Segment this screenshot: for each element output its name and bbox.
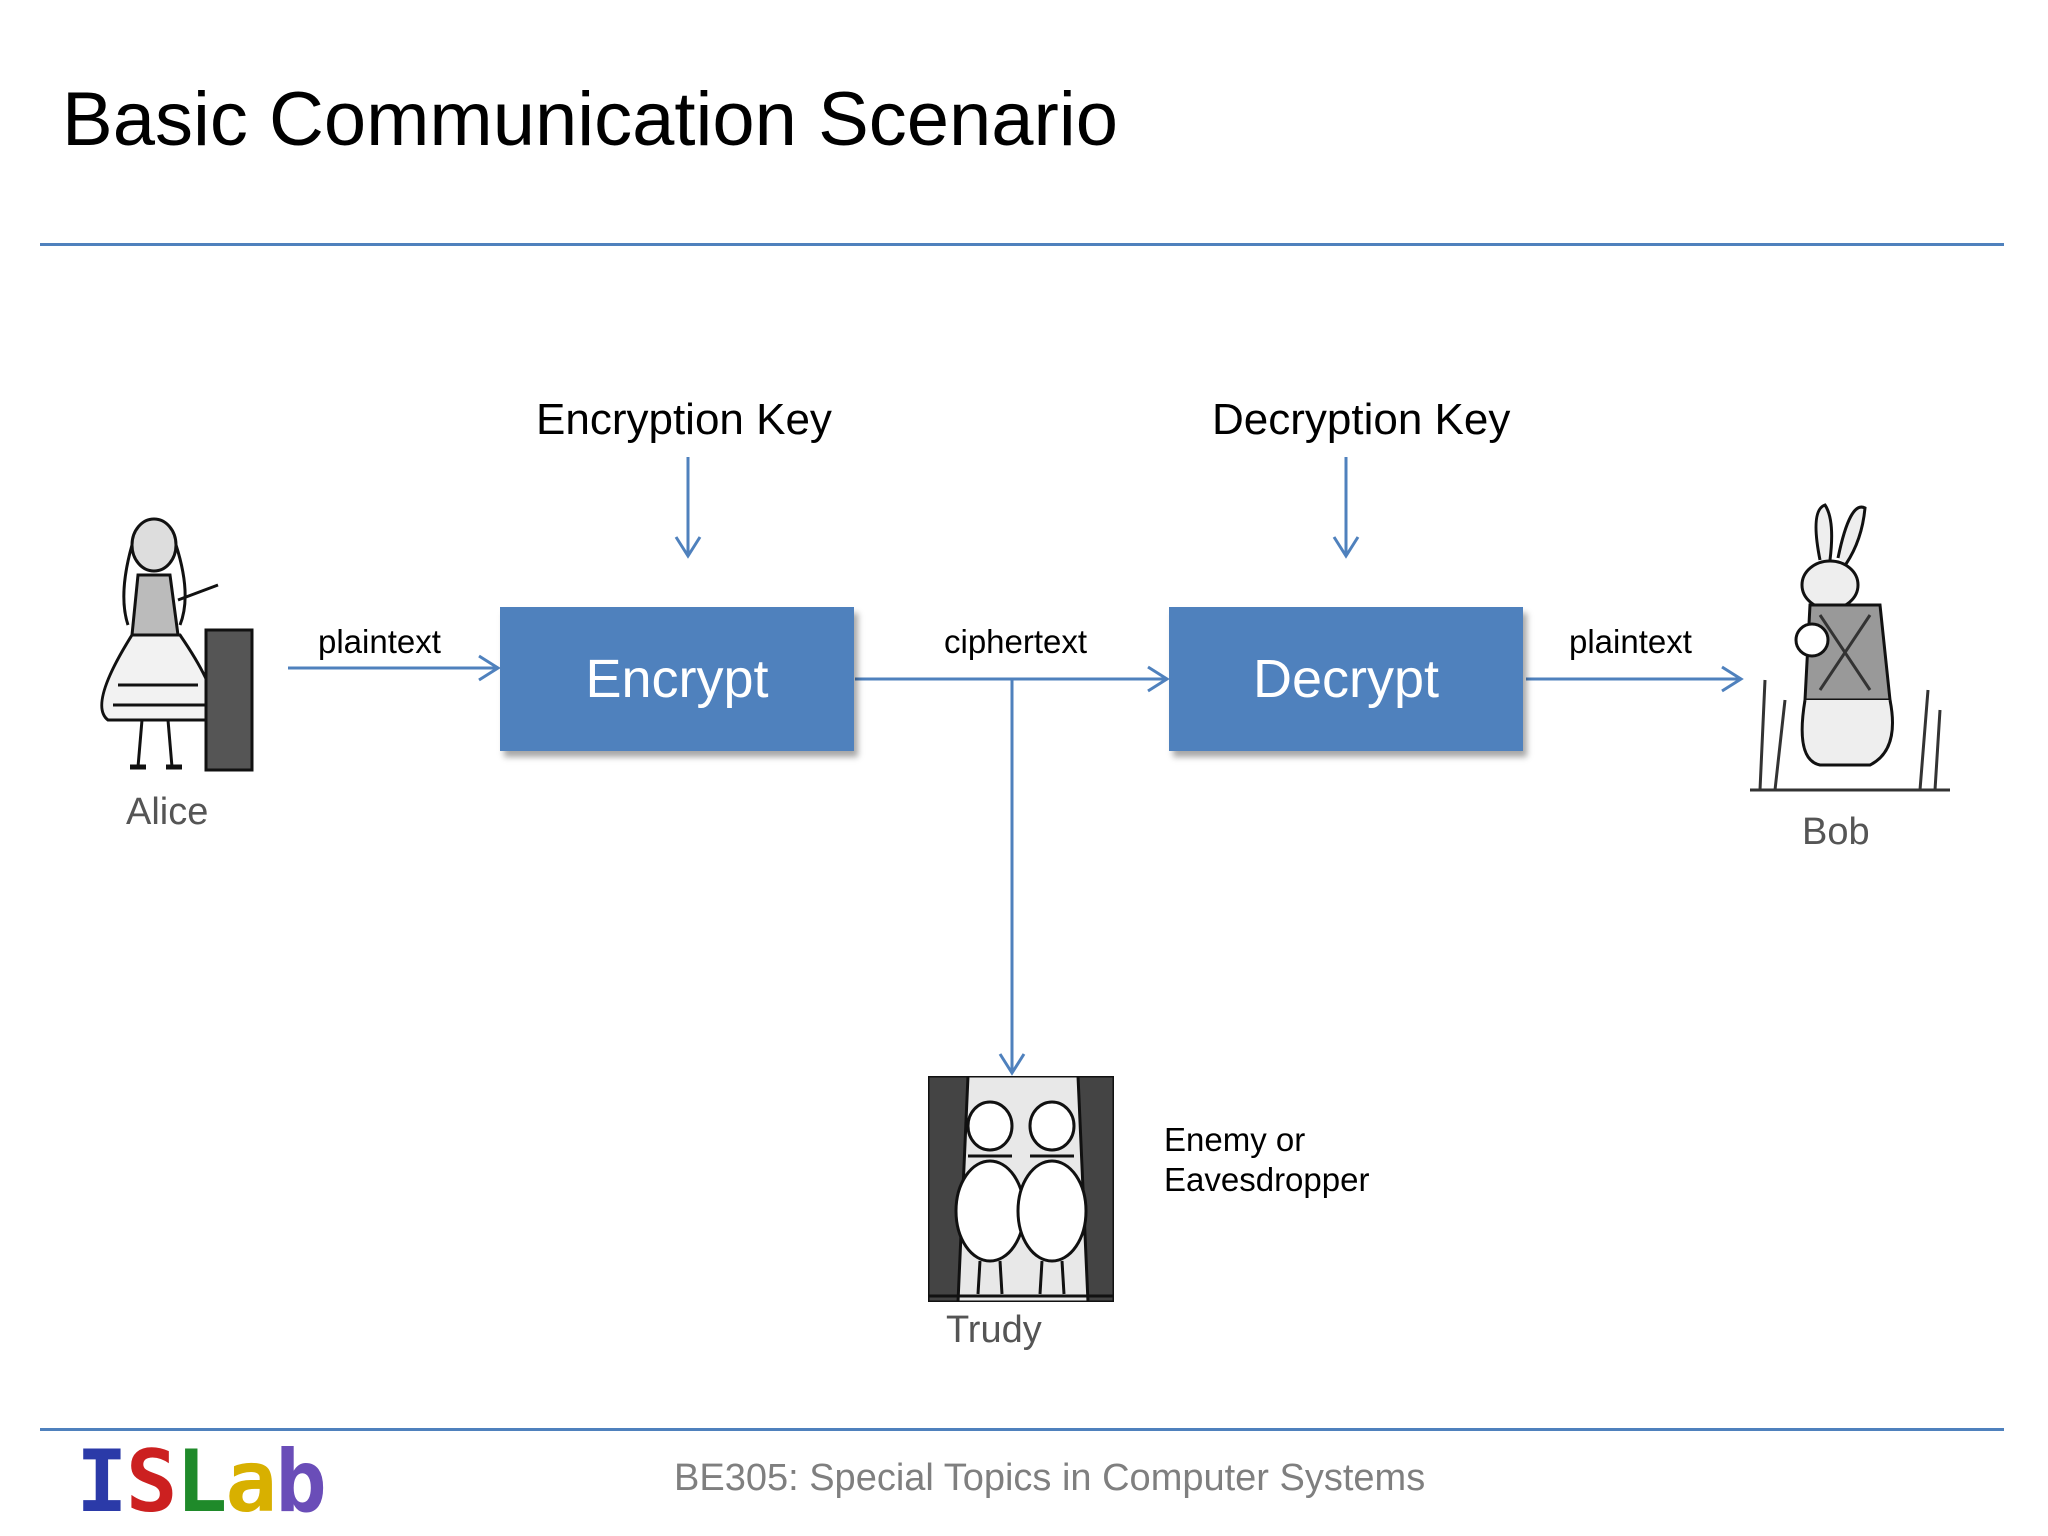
ciphertext-arrowhead [1147,665,1170,693]
logo-letter-5: b [275,1432,327,1532]
plaintext-out-arrowhead [1721,665,1744,693]
footer-divider [40,1428,2004,1431]
trudy-illustration [928,1076,1114,1302]
decryption-key-arrowhead [1332,536,1360,559]
ciphertext-label: ciphertext [944,623,1088,660]
trudy-note: Enemy or Eavesdropper [1164,1120,1369,1200]
plaintext-in-arrowhead [478,654,501,682]
trudy-note-line2: Eavesdropper [1164,1161,1370,1198]
logo-letter-1: I [76,1432,128,1532]
plaintext-out-label: plaintext [1569,623,1692,660]
encrypt-box: Encrypt [500,607,854,751]
logo-letter-2: S [125,1432,178,1532]
encryption-key-label: Encryption Key [536,395,832,444]
trudy-caption: Trudy [946,1309,1042,1351]
title-divider [40,243,2004,246]
encryption-key-arrowhead [674,536,702,559]
decryption-key-label: Decryption Key [1212,395,1511,444]
trudy-note-line1: Enemy or [1164,1121,1306,1158]
bob-caption: Bob [1802,811,1870,853]
footer-course-title: BE305: Special Topics in Computer System… [674,1457,1426,1499]
decrypt-box: Decrypt [1169,607,1523,751]
eavesdrop-arrowhead [998,1053,1026,1076]
logo-letter-3: L [175,1432,228,1532]
plaintext-in-label: plaintext [318,623,441,660]
alice-caption: Alice [126,791,209,833]
islab-logo: ISLab [76,1432,327,1532]
alice-illustration [100,517,254,772]
logo-letter-4: a [225,1432,277,1532]
bob-illustration [1750,503,1950,792]
slide-title: Basic Communication Scenario [62,77,1119,162]
